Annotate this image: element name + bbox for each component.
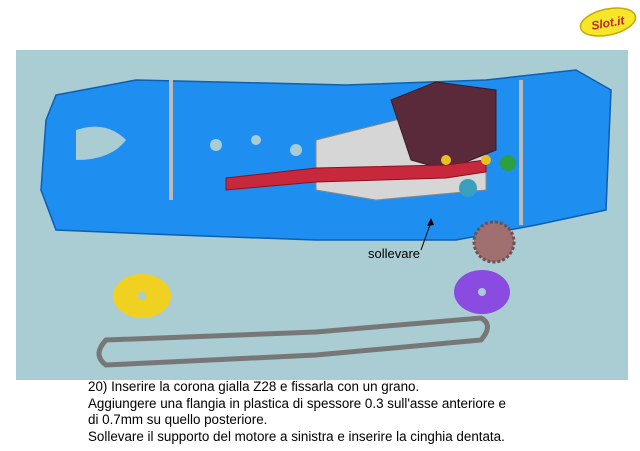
- svg-text:Slot.it: Slot.it: [590, 13, 626, 33]
- sollevare-annotation: sollevare: [368, 246, 421, 261]
- caption-line: 20) Inserire la corona gialla Z28 e fiss…: [88, 379, 420, 394]
- instruction-caption: 20) Inserire la corona gialla Z28 e fiss…: [88, 379, 506, 445]
- caption-line: Sollevare il supporto del motore a sinis…: [88, 428, 505, 444]
- slot-it-logo: Slot.it: [578, 6, 638, 38]
- caption-line: Aggiungere una flangia in plastica di sp…: [88, 395, 506, 411]
- caption-line: di 0.7mm su quello posteriore.: [88, 412, 268, 427]
- chassis-illustration: sollevare: [16, 50, 628, 380]
